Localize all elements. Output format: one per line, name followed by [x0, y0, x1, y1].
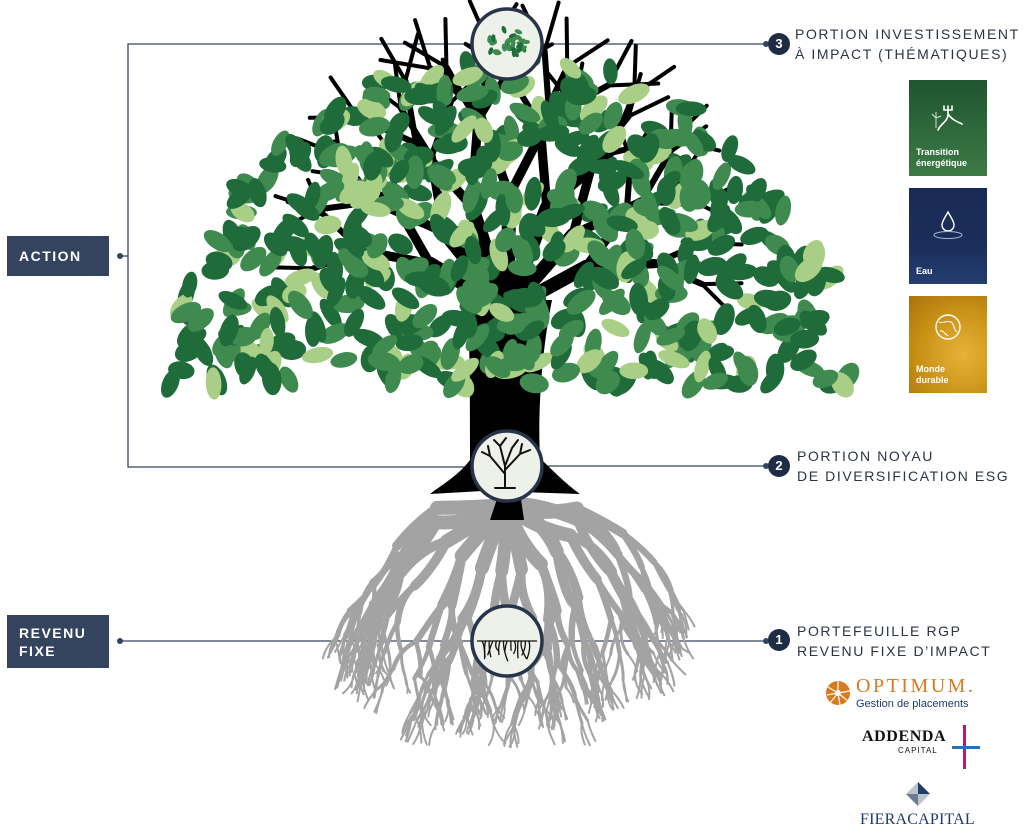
wind-turbine-plug-icon — [931, 105, 963, 131]
tier-1-title: PORTEFEUILLE RGP REVENU FIXE D’IMPACT — [797, 623, 992, 659]
water-label: Eau — [916, 266, 933, 276]
tier-3-title: PORTION INVESTISSEMENT À IMPACT (THÉMATI… — [795, 26, 1020, 62]
tier-2-title: PORTION NOYAU DE DIVERSIFICATION ESG — [797, 448, 1010, 484]
addenda-plus-icon — [952, 725, 980, 769]
optimum-subtitle: Gestion de placements — [856, 698, 969, 710]
medallion-trunk — [470, 429, 544, 503]
fiera-diamond-icon — [906, 782, 930, 806]
water-drop-icon — [933, 210, 963, 239]
tree-leaves — [161, 46, 860, 400]
addenda-subtitle: CAPITAL — [898, 746, 938, 755]
tier-2-number: 2 — [768, 455, 790, 477]
optimum-logo: OPTIMUM. Gestion de placements — [824, 673, 984, 715]
theme-tile-energy-transition: Transition énergétique — [909, 80, 987, 176]
fixed-income-line-1: REVENU — [19, 625, 87, 641]
tier-1-number: 1 — [768, 629, 790, 651]
theme-tile-sustainable-world: Monde durable — [909, 296, 987, 393]
action-label: ACTION — [7, 236, 109, 276]
fiera-name: FIERACAPITAL — [860, 811, 975, 828]
optimum-shell-icon — [826, 681, 851, 706]
tier-3-number: 3 — [768, 33, 790, 55]
addenda-logo: ADDENDA CAPITAL — [858, 725, 982, 771]
sustainable-world-line-1: Monde — [916, 364, 945, 374]
optimum-name: OPTIMUM. — [856, 675, 976, 697]
fixed-income-line-2: FIXE — [19, 643, 57, 659]
globe-hands-icon — [935, 314, 961, 340]
addenda-name: ADDENDA — [862, 728, 947, 745]
energy-transition-line-2: énergétique — [916, 158, 968, 168]
theme-tile-water: Eau — [909, 188, 987, 284]
medallion-canopy — [470, 7, 544, 81]
fixed-income-label: REVENU FIXE — [7, 615, 109, 668]
medallion-roots — [470, 604, 544, 678]
sustainable-world-line-2: durable — [916, 375, 949, 385]
fiera-capital-logo: FIERACAPITAL — [858, 780, 982, 830]
energy-transition-line-1: Transition — [916, 147, 960, 157]
